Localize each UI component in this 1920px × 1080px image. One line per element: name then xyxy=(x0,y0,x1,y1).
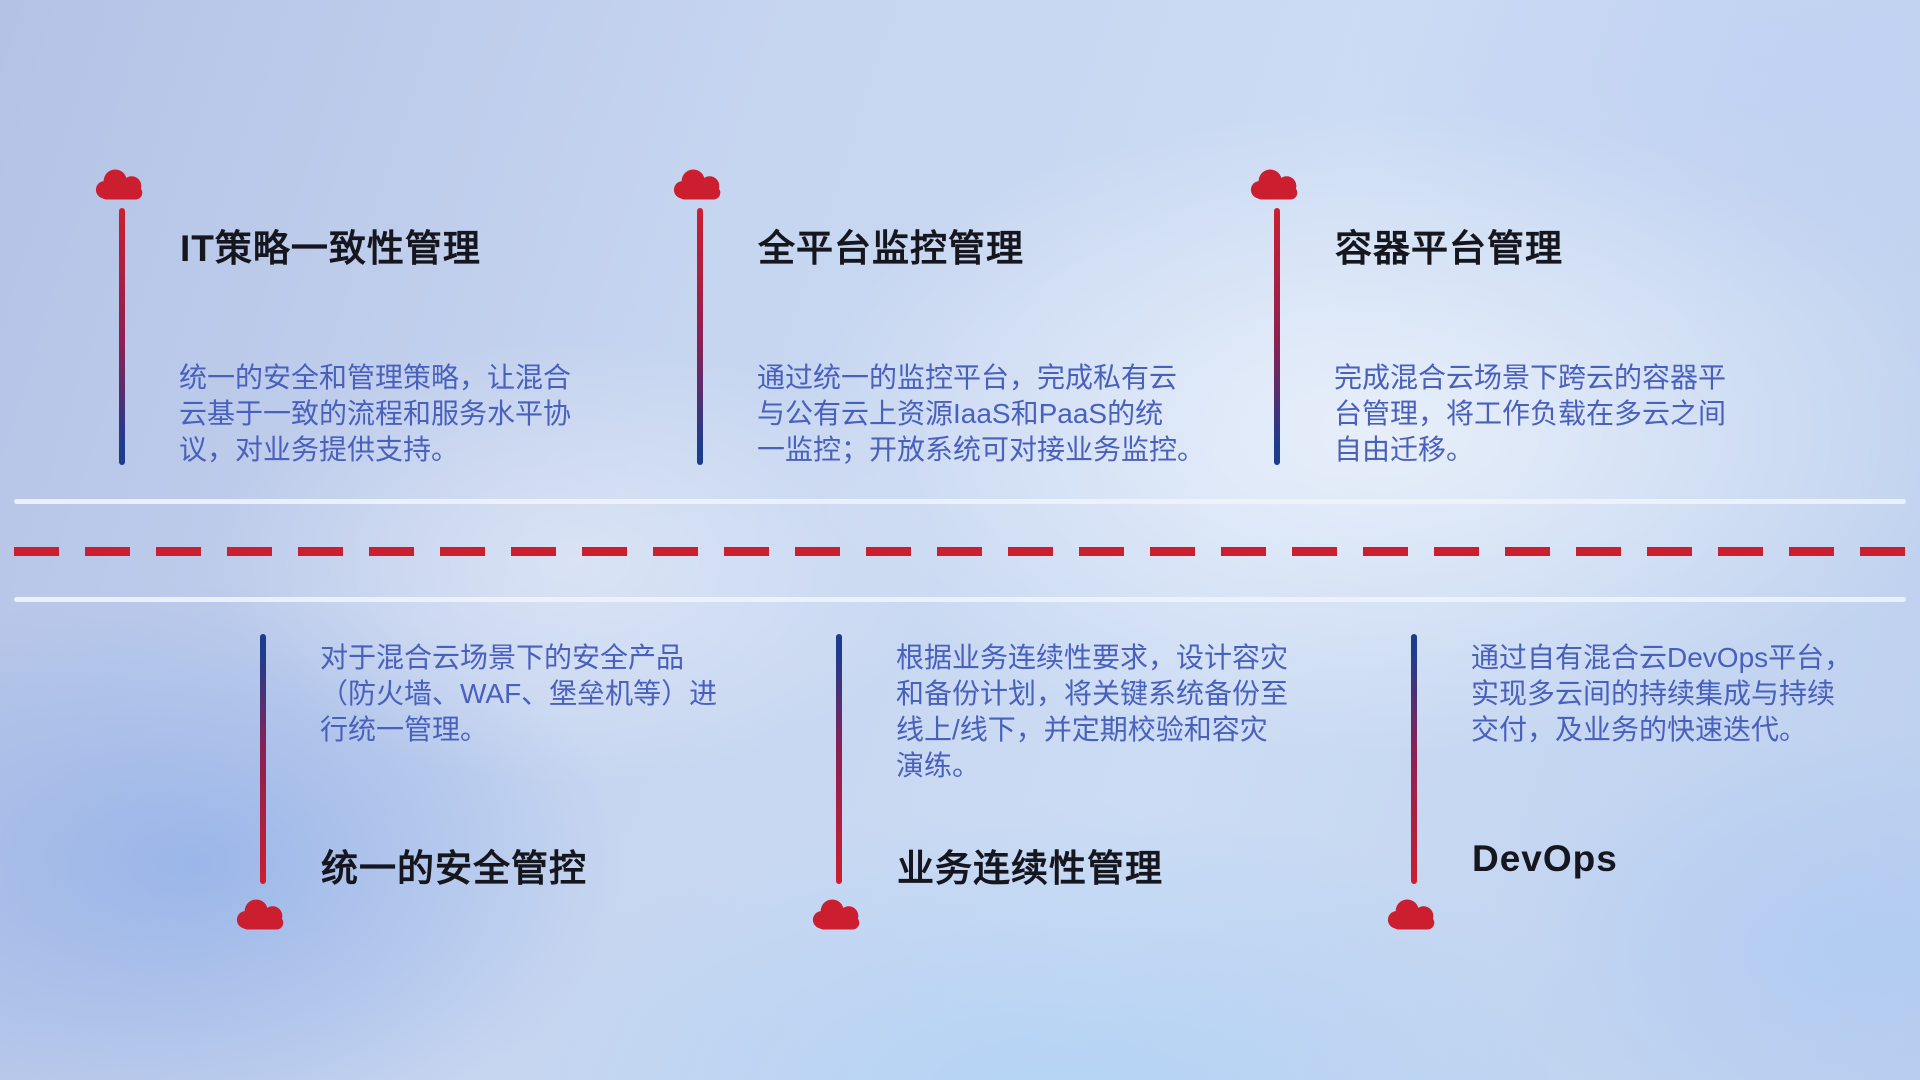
capability-description: 根据业务连续性要求，设计容灾 和备份计划，将关键系统备份至 线上/线下，并定期校… xyxy=(896,642,1289,781)
divider-line-top xyxy=(14,499,1906,504)
cloud-icon xyxy=(234,894,292,936)
connector-line xyxy=(697,208,703,465)
cloud-icon xyxy=(93,164,151,206)
cloud-icon xyxy=(1385,894,1443,936)
cloud-icon xyxy=(810,894,868,936)
dashed-center-line xyxy=(14,547,1906,556)
capability-description: 通过自有混合云DevOps平台， 实现多云间的持续集成与持续 交付，及业务的快速… xyxy=(1471,642,1853,745)
capability-description: 对于混合云场景下的安全产品 （防火墙、WAF、堡垒机等）进 行统一管理。 xyxy=(320,642,718,745)
capability-title: IT策略一致性管理 xyxy=(180,228,481,269)
capability-title: 业务连续性管理 xyxy=(897,848,1163,889)
capability-title: DevOps xyxy=(1472,838,1618,879)
divider-line-bottom xyxy=(14,597,1906,602)
connector-line xyxy=(119,208,125,465)
capability-title: 全平台监控管理 xyxy=(758,228,1024,269)
connector-line xyxy=(1274,208,1280,465)
capability-title: 容器平台管理 xyxy=(1335,228,1563,269)
cloud-icon xyxy=(1248,164,1306,206)
connector-line xyxy=(1411,634,1417,884)
capability-description: 统一的安全和管理策略，让混合 云基于一致的流程和服务水平协 议，对业务提供支持。 xyxy=(179,362,572,465)
capability-description: 完成混合云场景下跨云的容器平 台管理，将工作负载在多云之间 自由迁移。 xyxy=(1334,362,1727,465)
capability-description: 通过统一的监控平台，完成私有云 与公有云上资源IaaS和PaaS的统 一监控；开… xyxy=(757,362,1206,465)
connector-line xyxy=(260,634,266,884)
cloud-icon xyxy=(671,164,729,206)
capability-title: 统一的安全管控 xyxy=(321,848,587,889)
connector-line xyxy=(836,634,842,884)
